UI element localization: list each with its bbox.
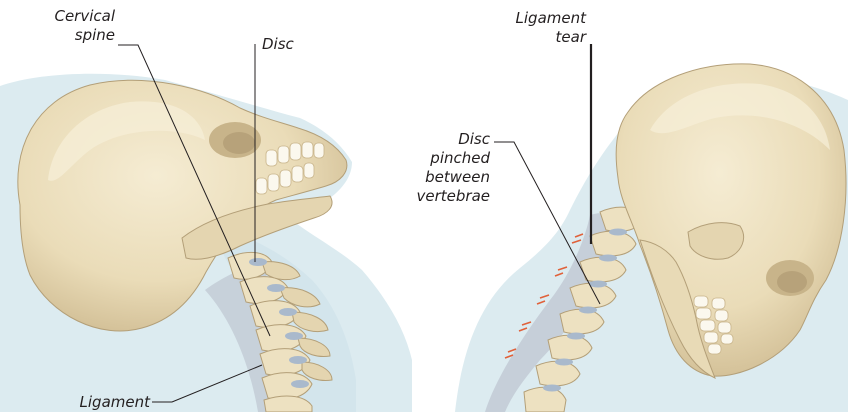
label-ligament-tear-line2: tear (516, 28, 586, 47)
label-cervical-spine-line2: spine (54, 26, 115, 45)
label-disc-pinched-line4: vertebrae (417, 187, 491, 206)
left-eye-orbit-inner (223, 132, 255, 154)
label-cervical-spine: Cervical spine (54, 7, 115, 45)
label-ligament-tear-line1: Ligament (516, 9, 586, 28)
label-disc-pinched: Disc pinched between vertebrae (417, 130, 491, 206)
label-ligament-tear: Ligament tear (516, 9, 586, 47)
label-disc-pinched-line1: Disc (417, 130, 491, 149)
label-disc-pinched-line3: between (417, 168, 491, 187)
label-ligament-text: Ligament (80, 393, 150, 412)
label-cervical-spine-line1: Cervical (54, 7, 115, 26)
label-disc: Disc (262, 35, 294, 54)
left-figure-flexion (0, 74, 412, 412)
right-eye-orbit-inner (777, 271, 807, 293)
label-ligament: Ligament (80, 393, 150, 412)
label-disc-text: Disc (262, 35, 294, 54)
right-figure-extension (455, 64, 848, 412)
label-disc-pinched-line2: pinched (417, 149, 491, 168)
